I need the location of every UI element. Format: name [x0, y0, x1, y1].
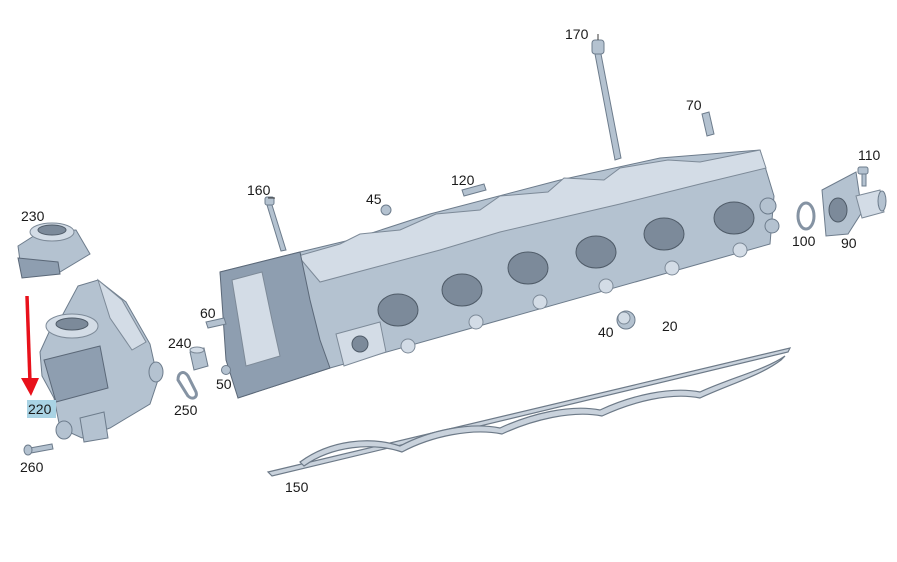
- pin-part-120: [461, 183, 487, 197]
- seal-part-250: [176, 371, 198, 400]
- callout-100: 100: [792, 233, 816, 249]
- pump-housing-part-220: [39, 278, 164, 443]
- flange-part-90: [821, 171, 887, 237]
- port-4: [575, 235, 617, 269]
- callout-110: 110: [858, 147, 881, 163]
- oring-part-100: [796, 201, 816, 231]
- callout-40: 40: [598, 324, 614, 340]
- sleeve-part-240: [189, 346, 209, 371]
- callout-90: 90: [841, 235, 857, 251]
- cap-part-40: [616, 310, 636, 330]
- callout-45: 45: [366, 191, 382, 207]
- plug-part-45: [380, 204, 392, 216]
- cylinder-head-part-20: [219, 149, 780, 399]
- bolt-part-260: [23, 443, 54, 456]
- callout-250: 250: [174, 402, 198, 418]
- callout-160: 160: [247, 182, 271, 198]
- callout-260: 260: [20, 459, 44, 475]
- callout-70: 70: [686, 97, 702, 113]
- dowel-part-70: [701, 111, 715, 137]
- port-3: [507, 251, 549, 285]
- stud-part-60: [205, 317, 227, 329]
- callout-230: 230: [21, 208, 45, 224]
- callout-220-highlight: [27, 400, 56, 418]
- callout-60: 60: [200, 305, 216, 321]
- bolt-part-110: [857, 166, 869, 187]
- ball-part-50: [221, 365, 231, 375]
- port-5: [643, 217, 685, 251]
- callout-240: 240: [168, 335, 192, 351]
- port-2: [441, 273, 483, 307]
- bolt-part-160: [264, 196, 287, 252]
- thermostat-housing-part-230: [17, 222, 91, 279]
- callout-220: 220: [28, 401, 52, 417]
- port-6: [713, 201, 755, 235]
- callout-150: 150: [285, 479, 309, 495]
- callout-120: 120: [451, 172, 475, 188]
- callout-20: 20: [662, 318, 678, 334]
- highlight-arrow: [21, 295, 39, 396]
- bolt-part-170: [591, 39, 622, 161]
- callout-170: 170: [565, 26, 589, 42]
- callout-50: 50: [216, 376, 232, 392]
- head-gasket-part-150: [266, 347, 792, 477]
- port-1: [377, 293, 419, 327]
